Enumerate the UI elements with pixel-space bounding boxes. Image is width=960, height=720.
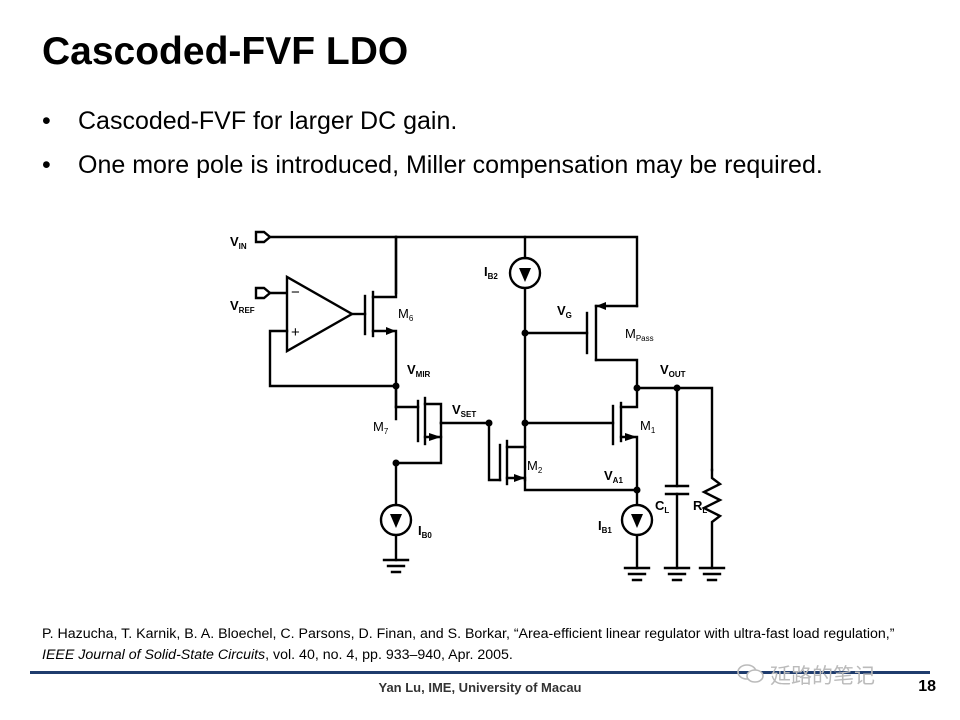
footer-text: Yan Lu, IME, University of Macau — [378, 680, 582, 695]
label-vg: VG — [557, 303, 572, 320]
label-m6: M6 — [398, 306, 414, 323]
label-vin: VIN — [230, 234, 247, 251]
footer-rule — [30, 671, 930, 674]
label-m1: M1 — [640, 418, 656, 435]
reference-authors: P. Hazucha, T. Karnik, B. A. Bloechel, C… — [42, 626, 895, 642]
label-vout: VOUT — [660, 362, 686, 379]
bullet-dot: • — [42, 151, 51, 179]
watermark-text: 延路的笔记 — [770, 665, 875, 688]
label-va1: VA1 — [604, 468, 623, 485]
label-vref: VREF — [230, 298, 255, 315]
rl-resistor — [701, 468, 723, 570]
bullet-text: One more pole is introduced, Miller comp… — [78, 151, 823, 179]
vref-pin — [254, 286, 272, 300]
bullet-text: Cascoded-FVF for larger DC gain. — [78, 107, 458, 135]
label-m2: M2 — [527, 458, 543, 475]
page-number: 18 — [918, 678, 936, 695]
reference-citation: P. Hazucha, T. Karnik, B. A. Bloechel, C… — [42, 624, 922, 666]
label-ib1: IB1 — [598, 518, 612, 535]
label-m7: M7 — [373, 419, 389, 436]
bullet-dot: • — [42, 107, 51, 135]
slide-title: Cascoded-FVF LDO — [42, 30, 409, 73]
wechat-icon — [737, 664, 764, 683]
bullet-item: • Cascoded-FVF for larger DC gain. — [42, 106, 902, 137]
vin-rail — [264, 235, 639, 308]
opamp-symbol — [285, 274, 355, 354]
label-ib0: IB0 — [418, 523, 432, 540]
label-mpass: MPass — [625, 326, 654, 343]
label-vset: VSET — [452, 402, 476, 419]
vin-pin — [254, 230, 272, 244]
reference-journal: IEEE Journal of Solid-State Circuits — [42, 647, 266, 663]
reference-details: , vol. 40, no. 4, pp. 933–940, Apr. 2005… — [265, 647, 513, 663]
bullet-list: • Cascoded-FVF for larger DC gain. • One m… — [42, 106, 902, 194]
label-cl: CL — [655, 498, 669, 515]
label-ib2: IB2 — [484, 264, 498, 281]
label-opamp-minus: − — [291, 284, 300, 301]
label-opamp-plus: + — [291, 324, 300, 341]
bullet-item: • One more pole is introduced, Miller com… — [42, 150, 902, 181]
label-vmir: VMIR — [407, 362, 431, 379]
label-rl: RL — [693, 498, 707, 515]
